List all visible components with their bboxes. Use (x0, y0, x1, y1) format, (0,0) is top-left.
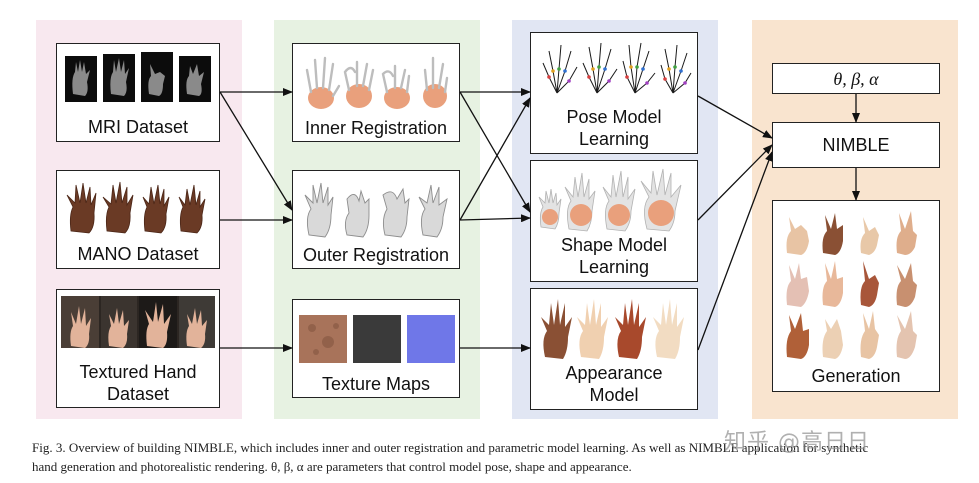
mri-dataset-node: MRI Dataset (56, 43, 220, 142)
mano-hands-image (66, 181, 206, 234)
outer-registration-node: Outer Registration (292, 170, 460, 269)
mano-dataset-node: MANO Dataset (56, 170, 220, 269)
inner-registration-node: Inner Registration (292, 43, 460, 142)
shape-variation-hands-image (538, 168, 682, 232)
shape-model-label-line1: Shape Model (560, 235, 668, 255)
texture-maps-label: Texture Maps (321, 374, 431, 394)
textured-hand-dataset-node: Textured Hand Dataset (56, 289, 220, 408)
pose-model-learning-node: Pose Model Learning (530, 32, 698, 154)
texture-maps-node: Texture Maps (292, 299, 460, 398)
nimble-label: NIMBLE (822, 135, 890, 155)
appearance-model-label-line1: Appearance (565, 363, 663, 383)
pose-model-label-line1: Pose Model (566, 107, 662, 127)
inner-registration-label: Inner Registration (304, 118, 448, 138)
textured-hand-label-line2: Dataset (106, 384, 170, 404)
mri-dataset-label: MRI Dataset (87, 117, 189, 137)
mano-dataset-label: MANO Dataset (77, 244, 199, 264)
generation-label: Generation (811, 366, 901, 386)
mri-hand-scans-image (65, 52, 211, 102)
shape-model-learning-node: Shape Model Learning (530, 160, 698, 282)
caption-line-1: Fig. 3. Overview of building NIMBLE, whi… (32, 440, 869, 455)
figure-caption: Fig. 3. Overview of building NIMBLE, whi… (32, 438, 967, 476)
parameters-label: θ, β, α (833, 69, 879, 89)
outer-registration-label: Outer Registration (302, 245, 450, 265)
appearance-model-label-line2: Model (589, 385, 639, 405)
shape-model-label-line2: Learning (578, 257, 650, 277)
appearance-model-node: Appearance Model (530, 288, 698, 410)
specular-texture-swatch (353, 315, 401, 363)
generated-hands-grid-image (786, 211, 917, 359)
pose-skeletons-image (542, 42, 692, 94)
inner-registration-bones-image (305, 56, 449, 109)
caption-line-2: hand generation and photorealistic rende… (32, 459, 632, 474)
texture-maps-image (299, 315, 455, 363)
pose-model-label-line2: Learning (578, 129, 650, 149)
zhihu-watermark: 知乎 @高日日 (724, 430, 870, 455)
textured-hand-label-line1: Textured Hand (79, 362, 197, 382)
parameters-node: θ, β, α (772, 63, 940, 94)
normal-texture-swatch (407, 315, 455, 363)
appearance-hands-image (541, 299, 684, 359)
textured-hand-photos-image (61, 296, 215, 348)
generation-node: Generation (772, 200, 940, 392)
outer-registration-mesh-image (304, 182, 448, 238)
nimble-node: NIMBLE (772, 122, 940, 168)
